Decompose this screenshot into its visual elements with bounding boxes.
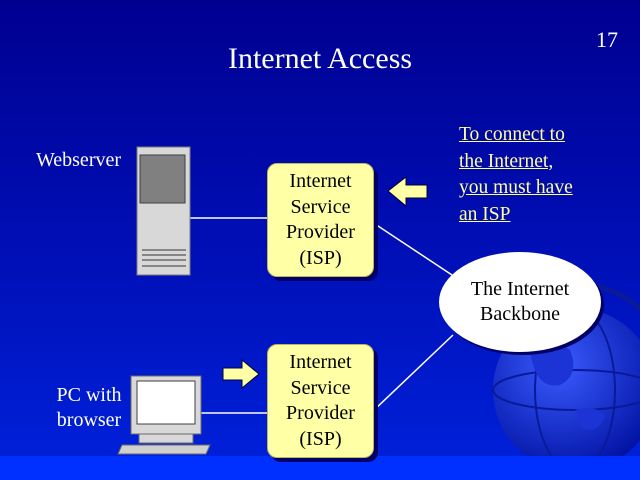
- backbone-line: The Internet: [470, 277, 570, 300]
- isp-line: Provider: [286, 221, 355, 243]
- page-number: 17: [596, 27, 618, 52]
- callout-line: you must have: [459, 177, 573, 198]
- isp-line: (ISP): [299, 246, 342, 269]
- pc-label-line: PC with: [56, 384, 122, 406]
- isp-line: Provider: [286, 402, 355, 424]
- pc-label-line: browser: [56, 409, 122, 431]
- backbone-line: Backbone: [480, 303, 560, 325]
- isp-line: Internet: [289, 170, 352, 192]
- floor-band: [0, 456, 640, 480]
- callout-text: To connect to the Internet, you must hav…: [459, 122, 573, 228]
- right-arrow-icon: [222, 358, 260, 390]
- isp-to-backbone-line: [371, 221, 453, 276]
- isp-box-bottom: Internet Service Provider (ISP): [267, 344, 374, 458]
- isp-line: Service: [290, 195, 351, 218]
- isp-line: Service: [290, 376, 351, 399]
- callout-line: the Internet,: [459, 150, 554, 172]
- backbone-to-isp-line: [371, 334, 454, 413]
- internet-backbone-node: The Internet Backbone: [439, 252, 601, 352]
- isp-line: (ISP): [299, 427, 342, 450]
- page-title: Internet Access: [227, 42, 413, 75]
- isp-line: Internet: [289, 351, 352, 373]
- left-arrow-icon: [387, 175, 428, 208]
- callout-line: an ISP: [459, 203, 511, 225]
- webserver-label: Webserver: [36, 149, 122, 171]
- callout-line: To connect to: [459, 124, 565, 145]
- isp-box-top: Internet Service Provider (ISP): [267, 163, 374, 277]
- pc-label: PC with browser: [44, 383, 134, 433]
